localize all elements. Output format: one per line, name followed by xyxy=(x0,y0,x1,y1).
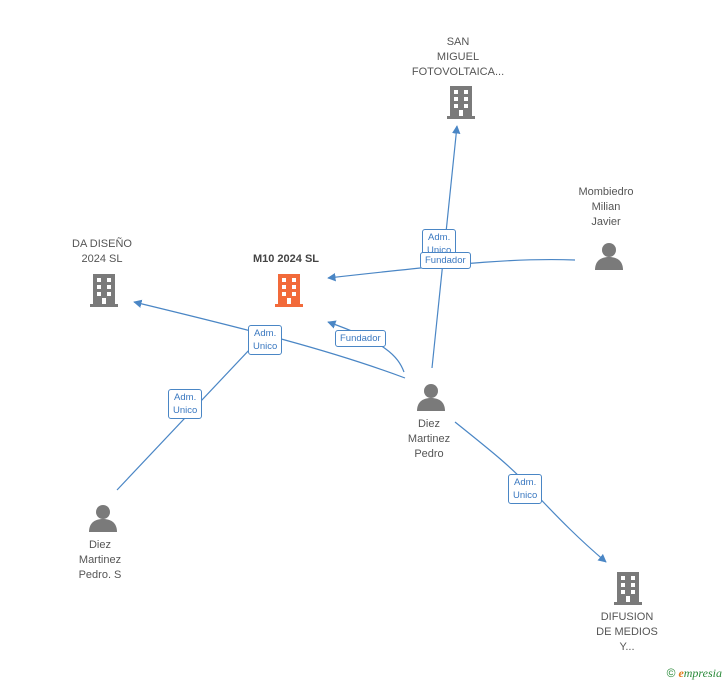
node-label: Diez Martinez Pedro. S xyxy=(78,539,122,581)
node-label: SAN MIGUEL FOTOVOLTAICA... xyxy=(411,36,505,78)
node-label: DIFUSION DE MEDIOS Y... xyxy=(596,611,658,653)
edge-mombiedro-m10 xyxy=(327,258,576,282)
edge-label-adm-unico-difusion[interactable]: Adm. Unico xyxy=(508,474,543,504)
edge-label-fundador-m10[interactable]: Fundador xyxy=(335,330,386,347)
edge-label-fundador-mombiedro[interactable]: Fundador xyxy=(420,252,471,269)
node-difusion[interactable]: DIFUSION DE MEDIOS Y... xyxy=(577,610,677,655)
brand-logo: © empresia xyxy=(667,666,722,681)
person-icon xyxy=(595,243,623,270)
node-diez-pedro[interactable]: Diez Martinez Pedro xyxy=(379,417,479,462)
edge-pedro-da-diseno xyxy=(133,299,406,379)
brand-initial: e xyxy=(678,666,684,680)
building-icon xyxy=(614,572,642,605)
building-icon xyxy=(447,86,475,119)
node-label: Mombiedro Milian Javier xyxy=(578,186,634,228)
node-san-miguel[interactable]: SAN MIGUEL FOTOVOLTAICA... xyxy=(398,35,518,80)
node-mombiedro[interactable]: Mombiedro Milian Javier xyxy=(556,185,656,230)
person-icon xyxy=(89,505,117,532)
node-label: Diez Martinez Pedro xyxy=(407,418,451,460)
node-diez-pedro-s[interactable]: Diez Martinez Pedro. S xyxy=(50,538,150,583)
person-icon xyxy=(417,384,445,411)
node-da-diseno[interactable]: DA DISEÑO 2024 SL xyxy=(52,237,152,267)
building-icon xyxy=(90,274,118,307)
edge-label-adm-unico-da-diseno[interactable]: Adm. Unico xyxy=(248,325,283,355)
node-m10[interactable]: M10 2024 SL xyxy=(226,252,346,267)
building-icon xyxy=(275,274,303,307)
copyright-symbol: © xyxy=(666,666,676,680)
edge-pedro-m10 xyxy=(327,320,405,373)
edge-label-adm-unico-pedro-s[interactable]: Adm. Unico xyxy=(168,389,203,419)
node-label: M10 2024 SL xyxy=(252,253,320,265)
node-label: DA DISEÑO 2024 SL xyxy=(72,238,132,265)
brand-name: mpresia xyxy=(683,666,722,680)
